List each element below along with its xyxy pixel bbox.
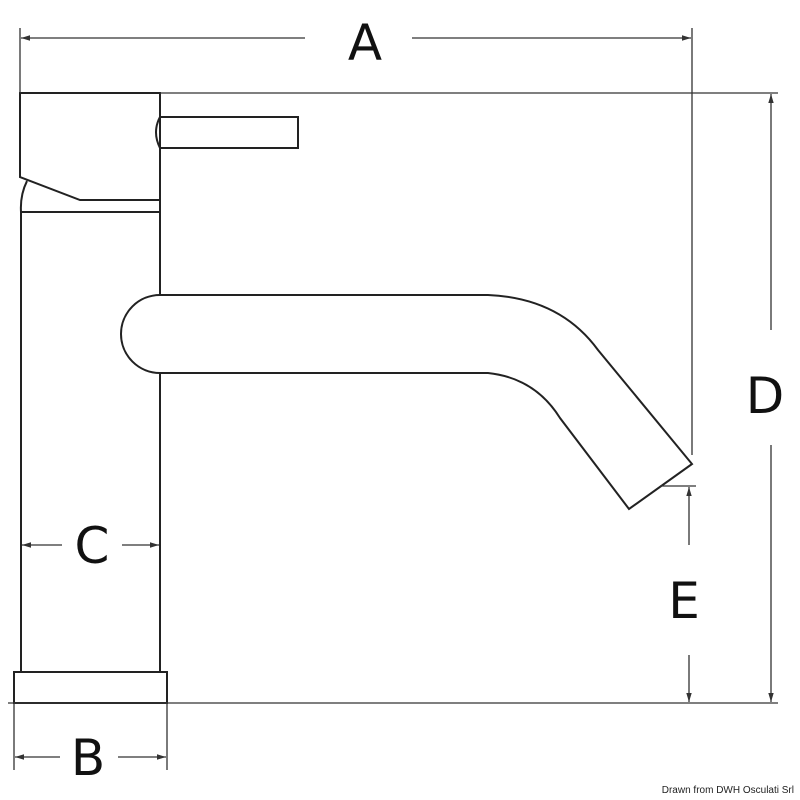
label-a: A: [348, 14, 382, 72]
label-b: B: [71, 729, 105, 787]
label-d: D: [746, 367, 785, 425]
faucet-body: [19, 180, 161, 672]
dimension-d: D: [746, 94, 785, 702]
faucet-base: [13, 671, 168, 704]
dimension-b: B: [15, 729, 166, 787]
dimension-c: C: [22, 517, 159, 575]
faucet-head: [19, 92, 299, 201]
dimension-a: A: [21, 14, 691, 72]
label-e: E: [668, 572, 700, 630]
faucet-spout: [120, 294, 694, 511]
dimension-e: E: [668, 487, 700, 702]
label-c: C: [75, 517, 110, 575]
extension-lines: [8, 28, 778, 770]
source-caption: Drawn from DWH Osculati Srl: [661, 785, 794, 796]
